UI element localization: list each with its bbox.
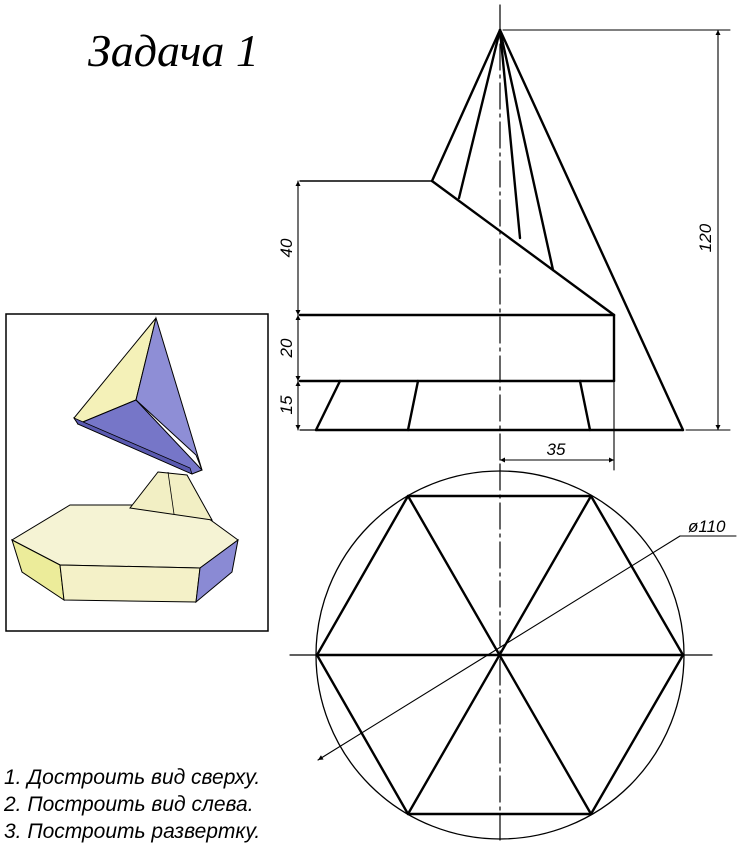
dim-35: 35 [547,440,566,459]
frustum-front-face [59,564,201,603]
dim-40: 40 [277,238,296,257]
dim-diameter: ø110 [688,517,726,536]
front-view [298,4,685,463]
task-item-3: 3. Построить развертку. [4,820,261,843]
pyramid-right-face [135,316,203,471]
dim-15: 15 [277,395,296,414]
isometric-preview [5,313,269,632]
task-list: 1. Достроить вид сверху. 2. Построить ви… [4,764,260,843]
dimension-lines [295,29,737,761]
dim-120: 120 [696,223,715,252]
frustum-right-face [195,538,239,604]
task-item-1: 1. Достроить вид сверху. [4,766,261,789]
dim-20: 20 [277,338,296,358]
middle-pyramid [129,471,213,521]
top-view [289,463,713,841]
task-item-2: 2. Построить вид слева. [4,793,254,816]
dimension-labels: 120 40 20 15 35 ø110 [277,223,726,536]
task-title: Задача 1 [88,25,259,76]
